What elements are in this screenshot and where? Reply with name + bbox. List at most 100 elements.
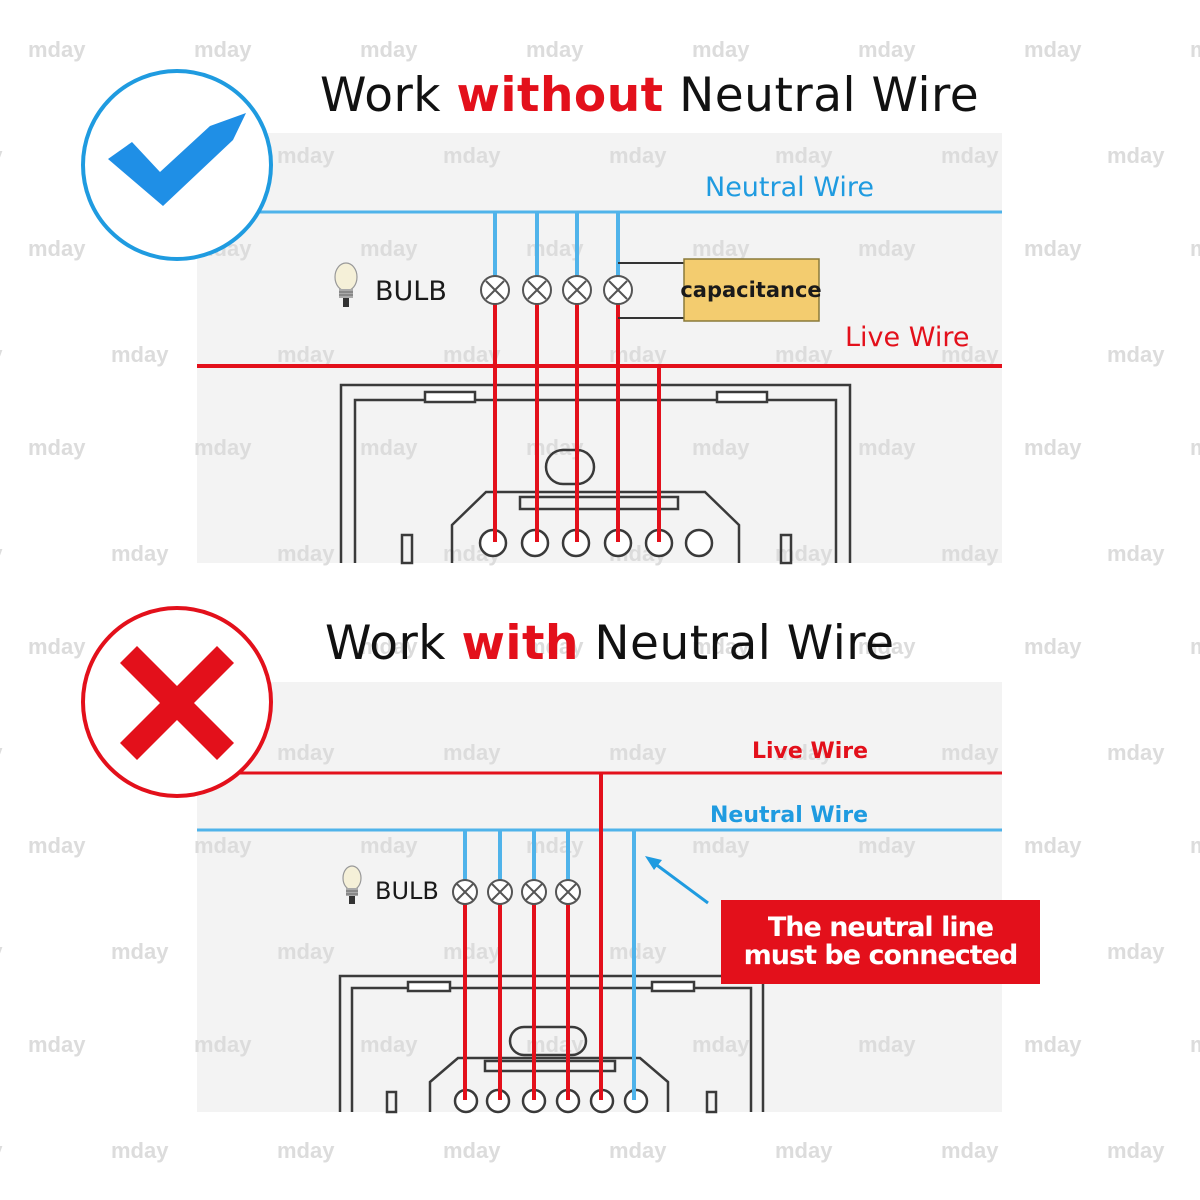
top-capacitor-wires bbox=[618, 262, 684, 319]
watermark-text: mday bbox=[775, 342, 833, 367]
bulb-icon bbox=[342, 865, 362, 904]
top-title-after: Neutral Wire bbox=[663, 68, 980, 123]
top-neutral-wire-label: Neutral Wire bbox=[705, 172, 874, 203]
bottom-neutral-drops bbox=[463, 830, 570, 880]
watermark-text: mday bbox=[692, 634, 750, 659]
watermark-text: mday bbox=[775, 740, 833, 765]
top-bulb-terminals bbox=[480, 275, 633, 305]
watermark-text: mday bbox=[609, 939, 667, 964]
watermark-text: mday bbox=[692, 37, 750, 62]
watermark-text: mday bbox=[692, 833, 750, 858]
watermark-text: mday bbox=[443, 143, 501, 168]
watermark-text: mday bbox=[360, 1032, 418, 1057]
watermark-text: mday bbox=[360, 634, 418, 659]
watermark-text: mday bbox=[526, 37, 584, 62]
watermark-text: mday bbox=[692, 1032, 750, 1057]
watermark-text: mday bbox=[1190, 37, 1200, 62]
top-title-before: Work bbox=[320, 68, 457, 123]
watermark-text: mday bbox=[28, 1032, 86, 1057]
watermark-text: mday bbox=[277, 143, 335, 168]
watermark-text: mday bbox=[0, 342, 3, 367]
callout-line-2: must be connected bbox=[743, 940, 1019, 971]
watermark-text: mday bbox=[941, 342, 999, 367]
watermark-text: mday bbox=[775, 143, 833, 168]
cross-circle-icon bbox=[81, 606, 273, 798]
watermark-text: mday bbox=[194, 37, 252, 62]
watermark-text: mday bbox=[0, 740, 3, 765]
top-switch-body bbox=[339, 383, 852, 565]
watermark-text: mday bbox=[1190, 236, 1200, 261]
watermark-text: mday bbox=[443, 1138, 501, 1163]
bottom-wiring-diagram: Live Wire Neutral Wire bbox=[197, 739, 1002, 1114]
bottom-load-wires bbox=[463, 904, 570, 1100]
watermark-text: mday bbox=[1107, 143, 1165, 168]
watermark-text: mday bbox=[858, 833, 916, 858]
watermark-text: mday bbox=[277, 342, 335, 367]
watermark-text: mday bbox=[277, 740, 335, 765]
watermark-text: mday bbox=[1024, 37, 1082, 62]
watermark-text: mday bbox=[1107, 740, 1165, 765]
watermark-text: mday bbox=[858, 37, 916, 62]
watermark-text: mday bbox=[941, 143, 999, 168]
watermark-text: mday bbox=[360, 37, 418, 62]
bottom-title-before: Work bbox=[325, 616, 462, 671]
top-load-wires bbox=[493, 304, 661, 542]
top-title: Work without Neutral Wire bbox=[320, 68, 979, 123]
watermark-text: mday bbox=[443, 740, 501, 765]
watermark-text: mday bbox=[277, 541, 335, 566]
watermark-text: mday bbox=[858, 1032, 916, 1057]
watermark-text: mday bbox=[526, 634, 584, 659]
watermark-text: mday bbox=[1107, 1138, 1165, 1163]
watermark-text: mday bbox=[609, 740, 667, 765]
top-wiring-diagram: Neutral Wire Live Wire cap bbox=[197, 172, 1002, 565]
watermark-text: mday bbox=[360, 435, 418, 460]
bottom-bulb-label: BULB bbox=[375, 877, 439, 905]
neutral-callout-box: The neutral line must be connected bbox=[721, 900, 1040, 984]
top-bulb-label: BULB bbox=[375, 276, 447, 307]
watermark-text: mday bbox=[194, 1032, 252, 1057]
bottom-live-wire-label: Live Wire bbox=[752, 739, 868, 764]
watermark-text: mday bbox=[194, 435, 252, 460]
watermark-text: mday bbox=[858, 435, 916, 460]
watermark-text: mday bbox=[28, 833, 86, 858]
watermark-text: mday bbox=[941, 1138, 999, 1163]
capacitance-box bbox=[683, 258, 820, 322]
bulb-icon bbox=[334, 262, 358, 307]
watermark-text: mday bbox=[28, 634, 86, 659]
watermark-text: mday bbox=[443, 939, 501, 964]
watermark-text: mday bbox=[775, 1138, 833, 1163]
bottom-title-highlight: with bbox=[461, 616, 579, 671]
watermark-text: mday bbox=[360, 833, 418, 858]
watermark-text: mday bbox=[609, 143, 667, 168]
top-title-highlight: without bbox=[456, 68, 664, 123]
bottom-switch-body bbox=[338, 974, 765, 1114]
watermark-text: mday bbox=[0, 1138, 3, 1163]
watermark-text: mday bbox=[277, 1138, 335, 1163]
bottom-title-after: Neutral Wire bbox=[578, 616, 895, 671]
watermark-text: mday bbox=[0, 939, 3, 964]
watermark-text: mday bbox=[858, 634, 916, 659]
watermark-text: mday bbox=[1107, 541, 1165, 566]
watermark-text: mday bbox=[1190, 435, 1200, 460]
callout-arrow-icon bbox=[645, 856, 709, 905]
watermark-text: mday bbox=[28, 37, 86, 62]
watermark-text: mday bbox=[28, 435, 86, 460]
capacitance-label: capacitance bbox=[680, 278, 821, 302]
watermark-text: mday bbox=[858, 236, 916, 261]
watermark-text: mday bbox=[111, 939, 169, 964]
watermark-text: mday bbox=[692, 236, 750, 261]
watermark-text: mday bbox=[111, 541, 169, 566]
watermark-text: mday bbox=[111, 342, 169, 367]
bottom-neutral-wire-label: Neutral Wire bbox=[710, 803, 868, 828]
watermark-text: mday bbox=[28, 236, 86, 261]
watermark-text: mday bbox=[360, 236, 418, 261]
watermark-text: mday bbox=[1107, 342, 1165, 367]
bottom-bulb-terminals bbox=[452, 879, 581, 905]
check-circle-icon bbox=[81, 69, 273, 261]
watermark-text: mday bbox=[692, 435, 750, 460]
watermark-text: mday bbox=[111, 1138, 169, 1163]
top-neutral-drops bbox=[493, 212, 620, 276]
watermark-text: mday bbox=[1107, 939, 1165, 964]
watermark-text: mday bbox=[1190, 1032, 1200, 1057]
